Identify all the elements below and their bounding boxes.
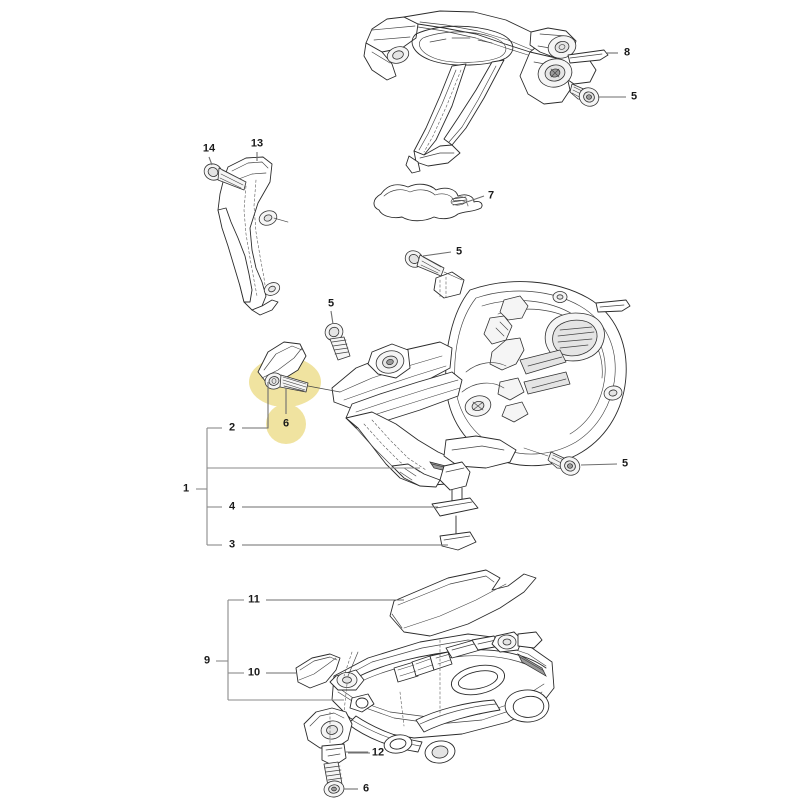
- callout-label-8[interactable]: 8: [623, 46, 631, 59]
- callout-label-6[interactable]: 6: [282, 417, 290, 430]
- callout-label-5-right-lower[interactable]: 5: [621, 457, 629, 470]
- callout-label-11[interactable]: 11: [248, 593, 260, 606]
- part-6-screw-highlighted: [264, 372, 341, 393]
- leader-5-right-lower: [580, 463, 618, 466]
- callout-label-12[interactable]: 12: [371, 746, 385, 759]
- callout-label-3[interactable]: 3: [228, 538, 236, 551]
- part-5-screw-right-lower: [523, 447, 581, 476]
- part-6-screw-bottom: [323, 761, 345, 798]
- leader-7: [463, 195, 485, 204]
- part-10-insulation-sheet: [295, 653, 341, 689]
- callout-label-2[interactable]: 2: [228, 421, 236, 434]
- callout-label-6-bottom[interactable]: 6: [362, 782, 370, 795]
- part-5-screw-left: [324, 322, 351, 361]
- callout-label-1[interactable]: 1: [182, 482, 190, 495]
- part-12-clamp: [303, 707, 369, 767]
- callout-label-5-left[interactable]: 5: [327, 297, 335, 310]
- leader-14: [208, 156, 213, 166]
- callout-label-5-top[interactable]: 5: [630, 90, 638, 103]
- part-1-chassis-assembly: [257, 271, 631, 551]
- callout-label-9[interactable]: 9: [203, 654, 211, 667]
- part-3-plate: [439, 531, 477, 551]
- part-9-bottom-pan-assembly: [295, 569, 555, 764]
- leader-2: [242, 382, 269, 429]
- callout-label-14[interactable]: 14: [202, 142, 216, 155]
- part-13-lever: [217, 156, 289, 316]
- callout-label-5-mid-upper[interactable]: 5: [455, 245, 463, 258]
- callout-label-10[interactable]: 10: [247, 666, 261, 679]
- part-4-plate: [431, 497, 479, 517]
- part-8-handle-frame: [363, 10, 609, 174]
- part-14-screw: [203, 163, 247, 191]
- part-11-insulation-sheet: [389, 569, 537, 637]
- leader-5-left: [330, 310, 334, 325]
- callout-label-13[interactable]: 13: [250, 137, 264, 150]
- part-5-screw-top: [569, 83, 600, 107]
- leader-lines: [196, 52, 626, 790]
- callout-label-7[interactable]: 7: [487, 189, 495, 202]
- leader-5-mid-upper: [422, 251, 452, 257]
- highlight-label-6: [266, 404, 306, 444]
- part-7-damper-pad: [373, 183, 483, 222]
- part-5-screw-mid-upper: [404, 250, 463, 281]
- callout-label-4[interactable]: 4: [228, 500, 236, 513]
